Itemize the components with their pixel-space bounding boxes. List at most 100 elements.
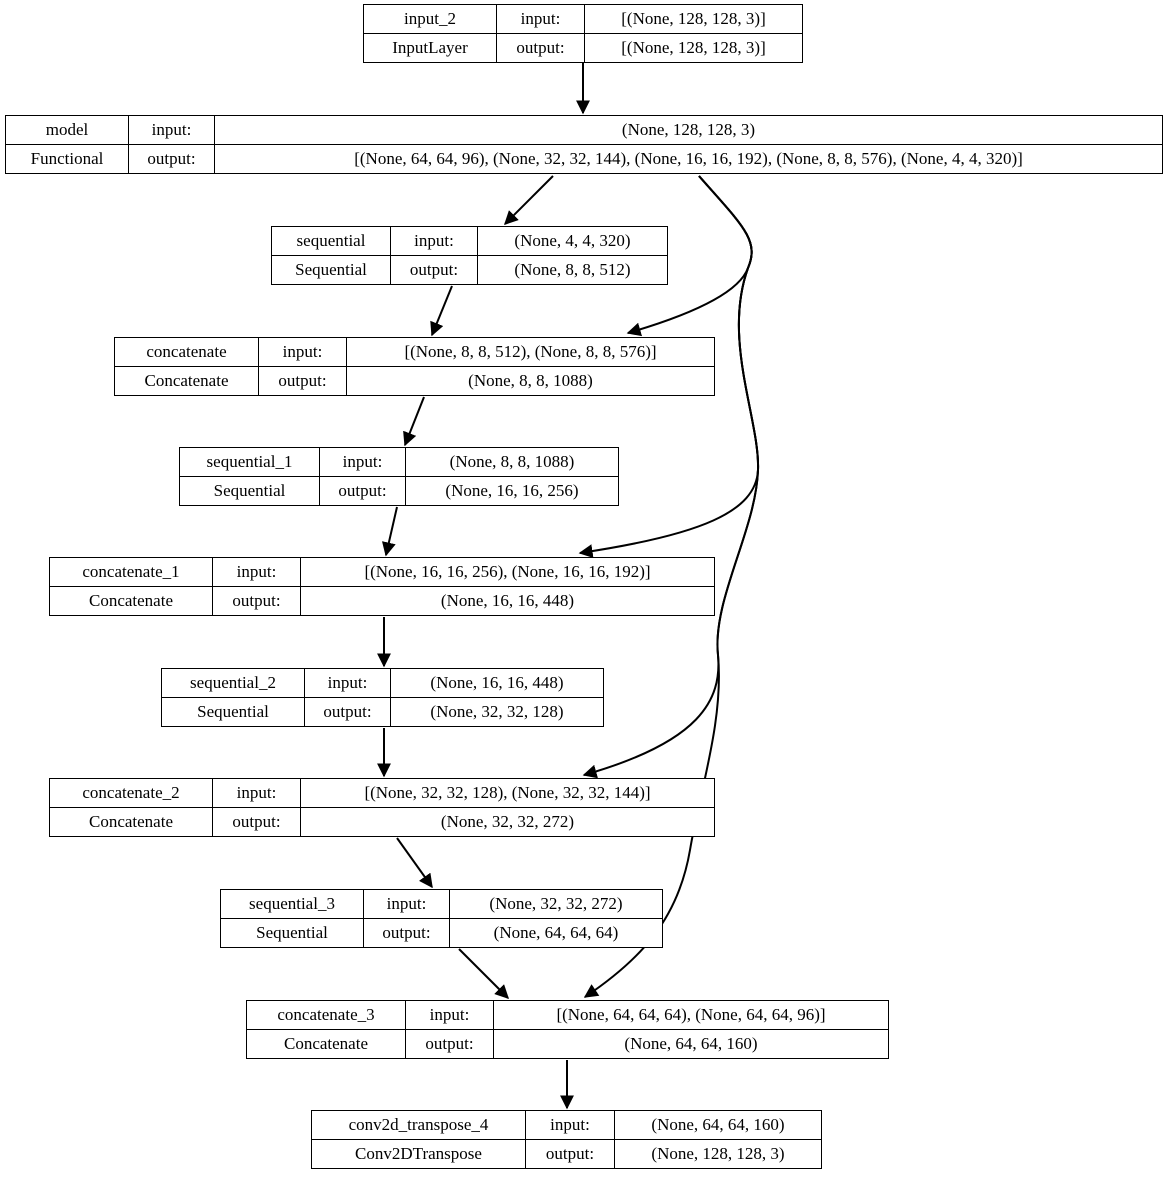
node-input_2[interactable]: input_2 input: [(None, 128, 128, 3)] Inp… [363,4,803,63]
node-concatenate_1-class: Concatenate [50,586,213,615]
node-model-output-row: Functional output: [(None, 64, 64, 96), … [6,144,1162,173]
node-sequential-input-label: input: [391,227,478,255]
edge-concatenate-sequential1 [403,396,425,447]
node-sequential_1-output-shape: (None, 16, 16, 256) [445,481,579,501]
node-concatenate_2-output-row: Concatenate output: (None, 32, 32, 272) [50,807,714,836]
node-conv2d_transpose_4-input-row: conv2d_transpose_4 input: (None, 64, 64,… [312,1111,821,1140]
node-model-input-shape: (None, 128, 128, 3) [621,120,756,140]
node-conv2d_transpose_4[interactable]: conv2d_transpose_4 input: (None, 64, 64,… [311,1110,822,1169]
node-concatenate_2-output-label: output: [213,807,301,836]
node-concatenate_2[interactable]: concatenate_2 input: [(None, 32, 32, 128… [49,778,715,837]
node-concatenate_2-input-row: concatenate_2 input: [(None, 32, 32, 128… [50,779,714,808]
node-sequential_1[interactable]: sequential_1 input: (None, 8, 8, 1088) S… [179,447,619,506]
node-sequential_3-output-label: output: [364,918,450,947]
node-model-input-row: model input: (None, 128, 128, 3) [6,116,1162,145]
node-sequential_1-input-row: sequential_1 input: (None, 8, 8, 1088) [180,448,618,477]
node-concatenate_1-name: concatenate_1 [50,558,213,586]
node-concatenate_2-name: concatenate_2 [50,779,213,807]
node-concatenate_1-input-label: input: [213,558,301,586]
node-input_2-output-shape: [(None, 128, 128, 3)] [621,38,766,58]
node-sequential-output-row: Sequential output: (None, 8, 8, 512) [272,255,667,284]
node-input_2-output-row: InputLayer output: [(None, 128, 128, 3)] [364,33,802,62]
edge-model-sequential [504,175,554,225]
node-sequential-output-shape: (None, 8, 8, 512) [514,260,631,280]
node-concatenate_3-class: Concatenate [247,1029,406,1058]
node-sequential_1-class: Sequential [180,476,320,505]
node-concatenate_2-input-shape: [(None, 32, 32, 128), (None, 32, 32, 144… [364,783,651,803]
node-concatenate_3-input-row: concatenate_3 input: [(None, 64, 64, 64)… [247,1001,888,1030]
node-concatenate_3-output-shape: (None, 64, 64, 160) [624,1034,758,1054]
node-input_2-input-label: input: [497,5,585,33]
node-model-input-label: input: [129,116,215,144]
node-sequential_2-output-label: output: [305,697,391,726]
node-sequential_2-output-row: Sequential output: (None, 32, 32, 128) [162,697,603,726]
node-concatenate_1[interactable]: concatenate_1 input: [(None, 16, 16, 256… [49,557,715,616]
edge-sequential1-concat1 [381,506,398,557]
node-sequential-input-shape: (None, 4, 4, 320) [514,231,631,251]
node-concatenate-class: Concatenate [115,366,259,395]
node-sequential[interactable]: sequential input: (None, 4, 4, 320) Sequ… [271,226,668,285]
node-sequential-input-row: sequential input: (None, 4, 4, 320) [272,227,667,256]
node-model-output-label: output: [129,144,215,173]
node-concatenate_1-output-label: output: [213,586,301,615]
node-sequential_1-input-shape: (None, 8, 8, 1088) [449,452,575,472]
node-sequential_3[interactable]: sequential_3 input: (None, 32, 32, 272) … [220,889,663,948]
node-concatenate_2-class: Concatenate [50,807,213,836]
node-sequential_2[interactable]: sequential_2 input: (None, 16, 16, 448) … [161,668,604,727]
node-concatenate_3-input-label: input: [406,1001,494,1029]
node-concatenate-input-row: concatenate input: [(None, 8, 8, 512), (… [115,338,714,367]
node-concatenate-input-shape: [(None, 8, 8, 512), (None, 8, 8, 576)] [404,342,657,362]
node-sequential_3-input-shape: (None, 32, 32, 272) [489,894,623,914]
node-sequential_2-input-row: sequential_2 input: (None, 16, 16, 448) [162,669,603,698]
node-sequential_3-class: Sequential [221,918,364,947]
node-concatenate_1-output-row: Concatenate output: (None, 16, 16, 448) [50,586,714,615]
node-sequential_1-name: sequential_1 [180,448,320,476]
node-sequential_1-input-label: input: [320,448,406,476]
node-conv2d_transpose_4-input-label: input: [526,1111,615,1139]
node-sequential_3-input-label: input: [364,890,450,918]
node-concatenate[interactable]: concatenate input: [(None, 8, 8, 512), (… [114,337,715,396]
node-concatenate-input-label: input: [259,338,347,366]
node-concatenate_1-input-row: concatenate_1 input: [(None, 16, 16, 256… [50,558,714,587]
node-input_2-class: InputLayer [364,33,497,62]
node-concatenate_2-input-label: input: [213,779,301,807]
node-concatenate_3-input-shape: [(None, 64, 64, 64), (None, 64, 64, 96)] [556,1005,826,1025]
node-input_2-output-label: output: [497,33,585,62]
node-model[interactable]: model input: (None, 128, 128, 3) Functio… [5,115,1163,174]
node-sequential-name: sequential [272,227,391,255]
node-model-name: model [6,116,129,144]
edge-sequential3-concat3 [458,948,509,999]
node-model-output-shape: [(None, 64, 64, 96), (None, 32, 32, 144)… [354,149,1023,169]
node-concatenate_3[interactable]: concatenate_3 input: [(None, 64, 64, 64)… [246,1000,889,1059]
node-concatenate_3-output-row: Concatenate output: (None, 64, 64, 160) [247,1029,888,1058]
node-concatenate-output-shape: (None, 8, 8, 1088) [468,371,593,391]
node-concatenate_3-output-label: output: [406,1029,494,1058]
node-conv2d_transpose_4-input-shape: (None, 64, 64, 160) [651,1115,785,1135]
node-concatenate-output-row: Concatenate output: (None, 8, 8, 1088) [115,366,714,395]
node-sequential_3-input-row: sequential_3 input: (None, 32, 32, 272) [221,890,662,919]
node-sequential_2-output-shape: (None, 32, 32, 128) [430,702,564,722]
node-sequential_3-output-row: Sequential output: (None, 64, 64, 64) [221,918,662,947]
node-concatenate_1-input-shape: [(None, 16, 16, 256), (None, 16, 16, 192… [364,562,651,582]
node-concatenate-name: concatenate [115,338,259,366]
node-input_2-input-row: input_2 input: [(None, 128, 128, 3)] [364,5,802,34]
node-model-class: Functional [6,144,129,173]
node-conv2d_transpose_4-class: Conv2DTranspose [312,1139,526,1168]
node-concatenate-output-label: output: [259,366,347,395]
node-input_2-name: input_2 [364,5,497,33]
node-input_2-input-shape: [(None, 128, 128, 3)] [621,9,766,29]
node-sequential_2-input-shape: (None, 16, 16, 448) [430,673,564,693]
node-conv2d_transpose_4-name: conv2d_transpose_4 [312,1111,526,1139]
node-sequential-output-label: output: [391,255,478,284]
node-sequential_2-class: Sequential [162,697,305,726]
node-sequential-class: Sequential [272,255,391,284]
node-sequential_2-name: sequential_2 [162,669,305,697]
node-conv2d_transpose_4-output-shape: (None, 128, 128, 3) [651,1144,785,1164]
node-sequential_3-name: sequential_3 [221,890,364,918]
node-concatenate_2-output-shape: (None, 32, 32, 272) [440,812,575,832]
node-sequential_3-output-shape: (None, 64, 64, 64) [493,923,619,943]
node-concatenate_1-output-shape: (None, 16, 16, 448) [440,591,575,611]
node-sequential_2-input-label: input: [305,669,391,697]
edge-concat2-sequential3 [396,837,433,889]
